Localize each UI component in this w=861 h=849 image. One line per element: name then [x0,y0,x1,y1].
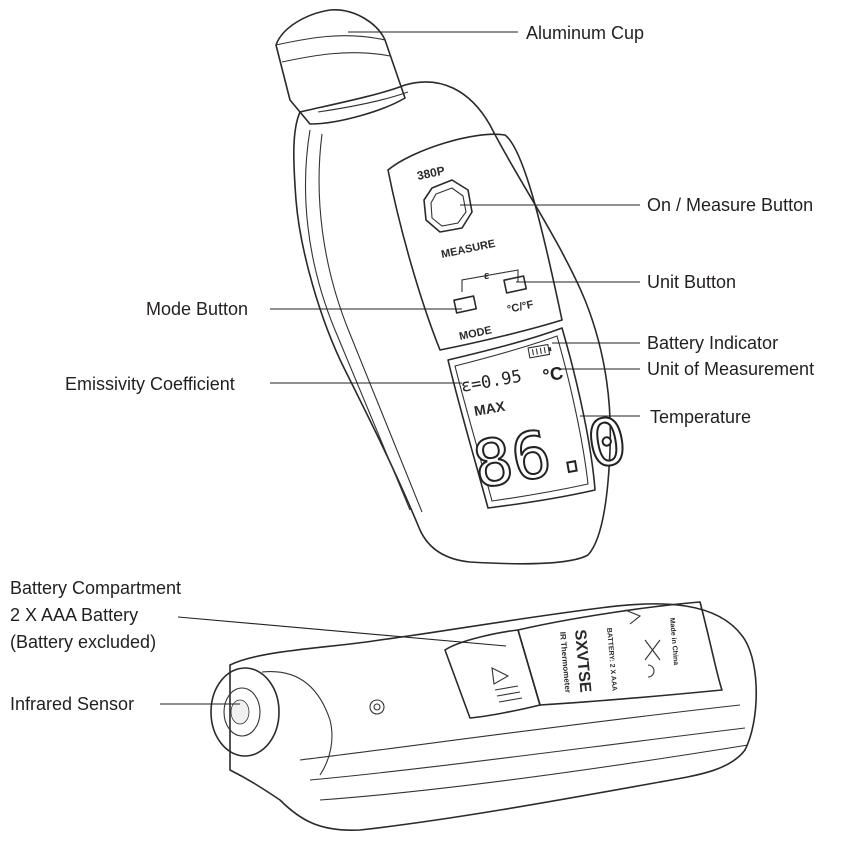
emissivity-readout: ε=0.95 [459,367,523,397]
callout-infrared-sensor: Infrared Sensor [10,694,134,714]
infrared-sensor [210,667,333,776]
battery-compartment-cover[interactable] [444,629,541,719]
recycle-icon [624,609,642,625]
callout-aluminum-cup: Aluminum Cup [526,23,644,43]
back-brand: SXVTSE [571,629,593,694]
front-view-thermometer: 380P MEASURE ε MODE °C/°F [275,9,634,565]
callout-battery-indicator: Battery Indicator [647,333,778,353]
callout-on-measure-button: On / Measure Button [647,195,813,215]
measure-button-icon[interactable] [423,179,473,233]
aluminum-cup [275,9,406,125]
epsilon-symbol: ε [484,270,490,282]
callout-emissivity-coefficient: Emissivity Coefficient [65,374,235,394]
screw-icon [369,699,385,715]
callout-battery-compartment-2: 2 X AAA Battery [10,605,138,625]
back-body [229,603,757,831]
callout-mode-button: Mode Button [146,299,248,319]
unit-button-label: °C/°F [506,299,535,316]
leader-lines [160,31,640,705]
callout-labels: Aluminum Cup On / Measure Button Unit Bu… [10,23,814,714]
model-label: 380P [416,163,446,183]
unit-readout: °C [541,363,564,386]
back-line-3: Made in China [668,618,679,666]
battery-icon [527,343,552,359]
callout-battery-compartment-1: Battery Compartment [10,578,181,598]
ce-mark-icon [647,664,655,678]
lcd-display: ε=0.95 °C MAX 86.0 [447,327,634,509]
back-line-1: IR Thermometer [558,631,572,693]
back-label: SXVTSE IR Thermometer BATTERY: 2 X AAA M… [517,601,723,706]
callout-battery-compartment-3: (Battery excluded) [10,632,156,652]
button-panel: 380P MEASURE ε MODE °C/°F [387,133,563,351]
mode-button[interactable] [453,295,478,314]
back-line-2: BATTERY: 2 X AAA [605,628,617,692]
front-body [293,81,612,565]
max-label: MAX [473,398,507,419]
callout-unit-button: Unit Button [647,272,736,292]
callout-unit-of-measurement: Unit of Measurement [647,359,814,379]
back-view-thermometer: SXVTSE IR Thermometer BATTERY: 2 X AAA M… [210,601,757,831]
callout-temperature: Temperature [650,407,751,427]
leader-battery-compartment [177,616,507,647]
unit-button[interactable] [503,275,528,294]
weee-bin-icon [644,639,661,661]
measure-label: MEASURE [440,238,496,261]
